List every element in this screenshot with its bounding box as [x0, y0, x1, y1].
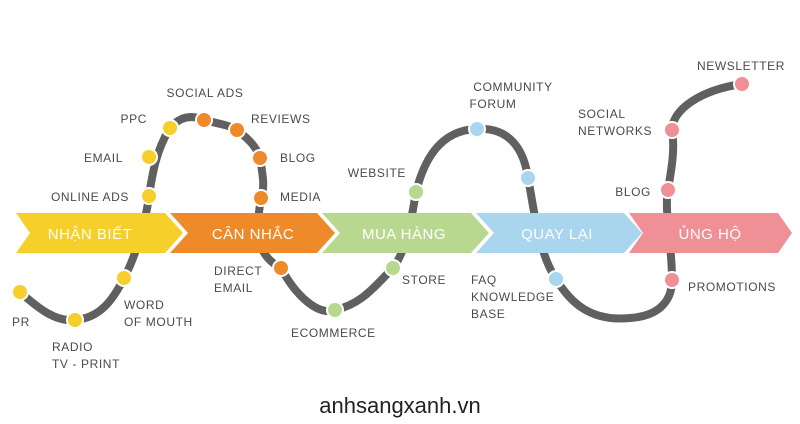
- label-social-ads: SOCIAL ADS: [167, 86, 244, 100]
- label-word: WORD: [124, 298, 164, 312]
- label-tv-print: TV - PRINT: [52, 357, 120, 371]
- label-online-ads: ONLINE ADS: [51, 190, 129, 204]
- dot-blog-advocacy: [659, 181, 677, 199]
- stage-label-purchase: MUA HÀNG: [362, 226, 446, 243]
- label-of-mouth: OF MOUTH: [124, 315, 193, 329]
- dot-word-of-mouth: [115, 269, 133, 287]
- stage-arrow-retention: [476, 213, 642, 253]
- label-store: STORE: [402, 273, 446, 287]
- label-social: SOCIAL: [578, 107, 626, 121]
- label-website: WEBSITE: [348, 166, 406, 180]
- label-reviews: REVIEWS: [251, 112, 311, 126]
- dot-promotions: [663, 271, 681, 289]
- dot-social-networks: [663, 121, 681, 139]
- dot-website: [407, 183, 425, 201]
- dot-email: [140, 148, 158, 166]
- label-blog-advocacy: BLOG: [615, 185, 651, 199]
- dot-radio: [66, 311, 84, 329]
- watermark-text: anhsangxanh.vn: [319, 393, 481, 418]
- label-ppc: PPC: [121, 112, 147, 126]
- label-forum: FORUM: [470, 97, 517, 111]
- label-newsletter: NEWSLETTER: [697, 59, 785, 73]
- label-email-direct: EMAIL: [214, 281, 253, 295]
- label-faq: FAQ: [471, 273, 497, 287]
- dot-ecommerce: [326, 301, 344, 319]
- stage-label-retention: QUAY LẠI: [521, 226, 593, 243]
- dot-social-ads: [195, 111, 213, 129]
- stage-label-advocacy: ỦNG HỘ: [679, 225, 742, 243]
- label-community: COMMUNITY: [473, 80, 552, 94]
- dot-reviews: [228, 121, 246, 139]
- stage-arrow-awareness: [16, 213, 183, 253]
- touchpoint-dots: [11, 75, 751, 329]
- stage-arrow-consideration: [170, 213, 335, 253]
- dot-blog-consider: [251, 149, 269, 167]
- stage-band: [16, 213, 792, 253]
- dot-online-ads: [140, 187, 158, 205]
- journey-path: [16, 80, 746, 325]
- dot-community-forum: [468, 120, 486, 138]
- label-media: MEDIA: [280, 190, 321, 204]
- stage-arrow-purchase: [322, 213, 489, 253]
- label-pr: PR: [12, 315, 30, 329]
- label-knowledge: KNOWLEDGE: [471, 290, 554, 304]
- label-blog-consider: BLOG: [280, 151, 316, 165]
- stage-label-awareness: NHẬN BIẾT: [48, 226, 133, 243]
- stage-arrow-advocacy: [629, 213, 792, 253]
- stage-label-consideration: CÂN NHẮC: [212, 225, 294, 243]
- label-direct: DIRECT: [214, 264, 262, 278]
- dot-store: [384, 259, 402, 277]
- dot-retention-mid: [519, 169, 537, 187]
- label-email: EMAIL: [84, 151, 123, 165]
- dot-pr: [11, 283, 29, 301]
- dot-media: [252, 189, 270, 207]
- label-promotions: PROMOTIONS: [688, 280, 776, 294]
- label-base: BASE: [471, 307, 505, 321]
- label-ecommerce: ECOMMERCE: [291, 326, 376, 340]
- dot-newsletter: [733, 75, 751, 93]
- dot-faq: [547, 270, 565, 288]
- dot-direct-email: [272, 259, 290, 277]
- label-networks: NETWORKS: [578, 124, 652, 138]
- dot-ppc: [161, 119, 179, 137]
- label-radio: RADIO: [52, 340, 93, 354]
